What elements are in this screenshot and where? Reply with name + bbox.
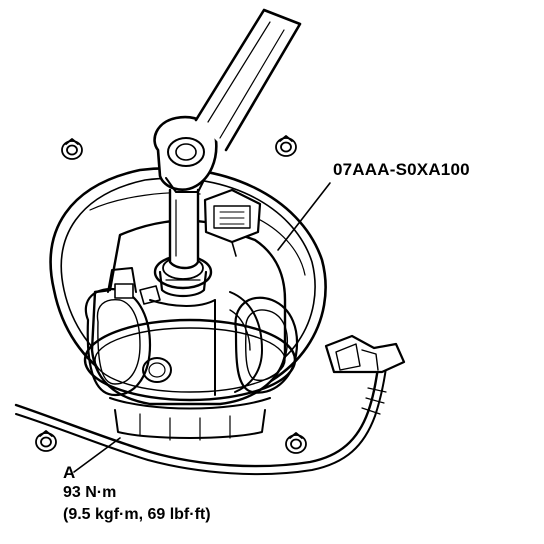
part-leader-line — [73, 437, 121, 473]
tank-stud-top-left-icon — [61, 138, 83, 160]
tank-stud-bottom-right-icon — [285, 432, 307, 454]
torque-wrench-icon — [153, 8, 302, 270]
wire-harness-connector-icon — [14, 334, 406, 476]
part-a-label: A — [63, 463, 76, 482]
tank-stud-bottom-left-icon — [35, 430, 57, 452]
tank-stud-top-right-icon — [275, 135, 297, 157]
torque-metric-label: 93 N·m — [63, 484, 117, 501]
tool-leader-line — [277, 182, 331, 251]
tool-part-number-label: 07AAA-S0XA100 — [333, 160, 470, 179]
fuel-pump-assembly-icon — [83, 188, 298, 441]
torque-alternate-units-label: (9.5 kgf·m, 69 lbf·ft) — [63, 506, 211, 523]
